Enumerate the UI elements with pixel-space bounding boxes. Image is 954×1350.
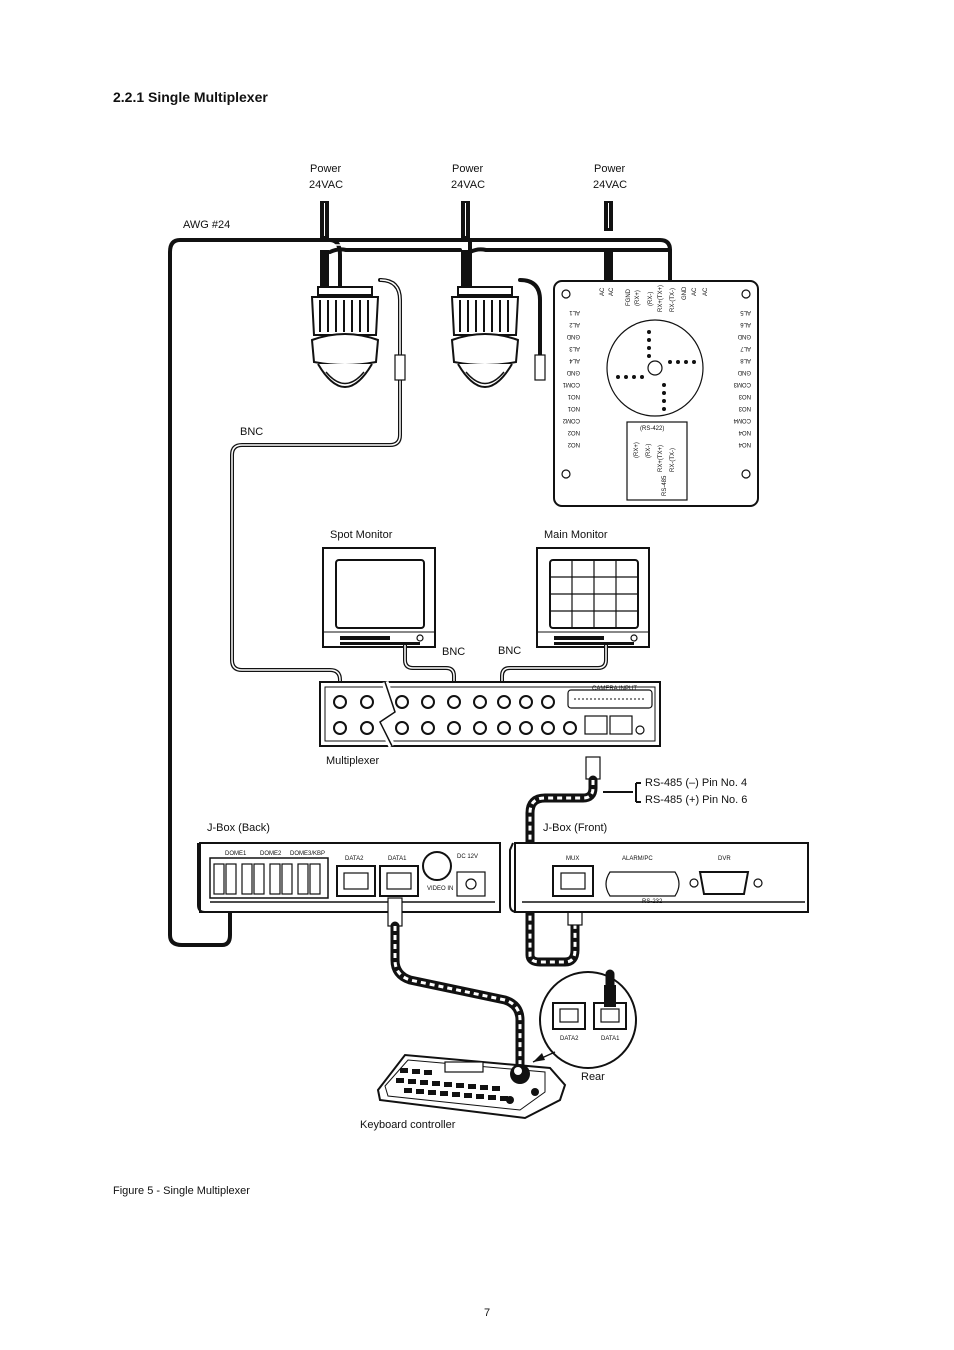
svg-text:AC: AC <box>600 287 606 296</box>
svg-text:NO4: NO4 <box>738 429 751 435</box>
svg-text:NO1: NO1 <box>567 405 580 411</box>
svg-text:DATA1: DATA1 <box>388 856 407 862</box>
svg-text:RX+(TX+): RX+(TX+) <box>658 445 664 472</box>
rs485-minus-label: RS-485 (–) Pin No. 4 <box>645 777 747 789</box>
svg-text:FGND: FGND <box>626 288 632 306</box>
svg-text:COM4: COM4 <box>733 417 751 423</box>
monitor-bnc-cables <box>403 643 608 697</box>
svg-text:AL5: AL5 <box>740 309 751 315</box>
svg-text:DOME2: DOME2 <box>260 851 282 857</box>
svg-text:NO3: NO3 <box>738 405 751 411</box>
jbox-front-label: J-Box (Front) <box>543 822 607 834</box>
svg-text:NO1: NO1 <box>567 393 580 399</box>
svg-text:(RX-): (RX-) <box>648 292 654 306</box>
power-cables <box>320 201 613 290</box>
page-number: 7 <box>484 1307 491 1319</box>
svg-text:NO4: NO4 <box>738 441 751 447</box>
bnc-main-label: BNC <box>498 645 521 657</box>
keyboard-controller-label: Keyboard controller <box>360 1119 456 1131</box>
spot-monitor-label: Spot Monitor <box>330 529 393 541</box>
svg-text:DATA2: DATA2 <box>345 856 364 862</box>
dome-terminal-board: AC AC FGND (RX+) (RX-) RX+(TX+) RX-(TX-)… <box>553 280 759 507</box>
svg-text:(RX+): (RX+) <box>634 442 640 458</box>
keyboard-controller-device <box>376 1053 567 1120</box>
svg-text:RX-(TX-): RX-(TX-) <box>670 448 676 472</box>
svg-text:AL4: AL4 <box>569 357 580 363</box>
svg-text:VIDEO IN: VIDEO IN <box>427 886 453 892</box>
svg-text:DATA1: DATA1 <box>601 1036 620 1042</box>
main-monitor <box>536 547 650 648</box>
dome-camera-2 <box>450 286 520 388</box>
terminal-right-pins: AL5 AL6 GND AL7 AL8 GND COM3 NO3 NO3 COM… <box>733 309 751 447</box>
awg-label: AWG #24 <box>183 219 230 231</box>
bnc-camera-cable <box>230 278 546 697</box>
svg-text:DVR: DVR <box>718 856 731 862</box>
svg-text:AL2: AL2 <box>569 321 580 327</box>
terminal-top-pins: AC AC FGND (RX+) (RX-) RX+(TX+) RX-(TX-)… <box>600 285 709 312</box>
svg-text:RS-232: RS-232 <box>642 899 663 905</box>
power-label-2-line1: Power <box>452 163 484 175</box>
svg-text:AL8: AL8 <box>740 357 751 363</box>
main-monitor-label: Main Monitor <box>544 529 608 541</box>
rs485-board-label: RS-485 <box>662 475 668 496</box>
svg-text:AL6: AL6 <box>740 321 751 327</box>
svg-text:DOME3/KBP: DOME3/KBP <box>290 851 325 857</box>
keyboard-data-cable <box>387 897 525 1070</box>
svg-text:AL7: AL7 <box>740 345 751 351</box>
svg-text:AC: AC <box>692 287 698 296</box>
figure-caption: Figure 5 - Single Multiplexer <box>113 1185 250 1197</box>
svg-text:DC 12V: DC 12V <box>457 854 478 860</box>
jbox-back-device: DOME1 DOME2 DOME3/KBP DATA2 DATA1 VIDEO … <box>197 842 501 913</box>
svg-text:(RX+): (RX+) <box>635 290 641 306</box>
multiplexer-port-label: CAMERA INPUT <box>592 686 637 692</box>
svg-text:AL3: AL3 <box>569 345 580 351</box>
section-heading: 2.2.1 Single Multiplexer <box>113 89 268 105</box>
svg-text:NO2: NO2 <box>567 429 580 435</box>
jbox-back-label: J-Box (Back) <box>207 822 270 834</box>
svg-text:(RX-): (RX-) <box>646 444 652 458</box>
svg-text:GND: GND <box>682 286 688 300</box>
svg-text:NO3: NO3 <box>738 393 751 399</box>
svg-text:ALARM/PC: ALARM/PC <box>622 856 653 862</box>
svg-text:AL1: AL1 <box>569 309 580 315</box>
svg-text:COM2: COM2 <box>562 417 580 423</box>
dome-camera-1 <box>310 286 380 388</box>
svg-text:RX-(TX-): RX-(TX-) <box>670 288 676 312</box>
svg-text:RX+(TX+): RX+(TX+) <box>658 285 664 312</box>
svg-text:COM1: COM1 <box>562 381 580 387</box>
rs485-plus-label: RS-485 (+) Pin No. 6 <box>645 794 747 806</box>
svg-text:NO2: NO2 <box>567 441 580 447</box>
power-label-1-line2: 24VAC <box>309 179 343 191</box>
terminal-left-pins: AL1 AL2 GND AL3 AL4 GND COM1 NO1 NO1 COM… <box>562 309 580 447</box>
svg-text:GND: GND <box>566 333 580 339</box>
multiplexer-device: CAMERA INPUT <box>319 680 661 748</box>
power-label-3-line2: 24VAC <box>593 179 627 191</box>
jbox-front-device: MUX ALARM/PC RS-232 DVR <box>509 842 809 913</box>
bnc-camera-label: BNC <box>240 426 263 438</box>
rear-label: Rear <box>581 1071 605 1083</box>
svg-text:DOME1: DOME1 <box>225 851 247 857</box>
svg-text:GND: GND <box>566 369 580 375</box>
svg-text:GND: GND <box>737 369 751 375</box>
svg-text:MUX: MUX <box>566 856 579 862</box>
svg-text:COM3: COM3 <box>733 381 751 387</box>
power-label-2-line2: 24VAC <box>451 179 485 191</box>
power-label-3-line1: Power <box>594 163 626 175</box>
bnc-spot-label: BNC <box>442 646 465 658</box>
svg-text:GND: GND <box>737 333 751 339</box>
keyboard-rear-inset: DATA2 DATA1 <box>532 969 637 1069</box>
multiplexer-label: Multiplexer <box>326 755 380 767</box>
rs422-label: (RS-422) <box>640 426 664 432</box>
awg24-data-cable <box>168 238 672 947</box>
svg-text:AC: AC <box>609 287 615 296</box>
svg-text:AC: AC <box>703 287 709 296</box>
diagram-labels: Power 24VAC Power 24VAC Power 24VAC AWG … <box>183 163 747 1131</box>
spot-monitor <box>322 547 436 648</box>
svg-text:DATA2: DATA2 <box>560 1036 579 1042</box>
power-label-1-line1: Power <box>310 163 342 175</box>
